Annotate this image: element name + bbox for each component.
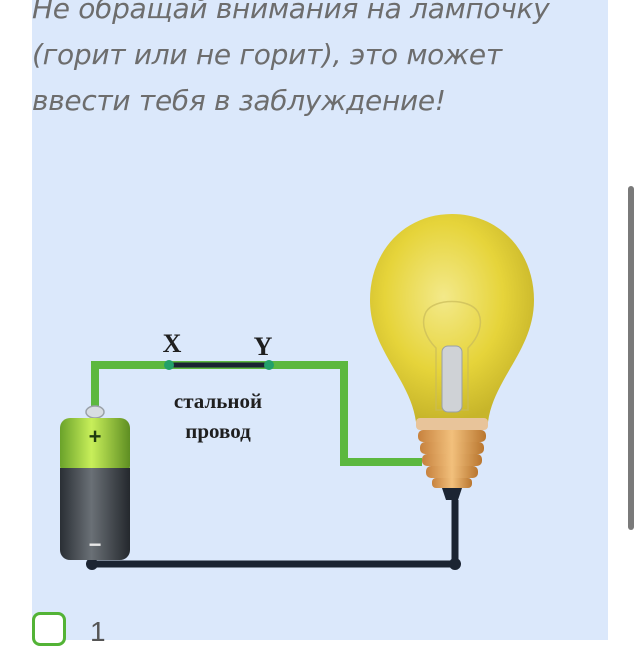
circuit-diagram: X Y стальной провод + − [60, 214, 534, 570]
point-y-label: Y [254, 332, 273, 361]
battery-minus-sign: − [89, 532, 102, 557]
wire-junction-dot [86, 558, 98, 570]
wire-label-line1: стальной [174, 389, 262, 413]
point-y-dot [264, 360, 274, 370]
battery: + − [60, 405, 130, 560]
wire-junction-dot [449, 558, 461, 570]
point-x-label: X [163, 329, 182, 358]
answer-checkbox[interactable] [32, 612, 66, 646]
answer-label: 1 [90, 616, 106, 647]
battery-plus-sign: + [89, 424, 102, 449]
question-instruction: Не обращай внимания на лампочку (горит и… [32, 0, 550, 117]
green-wire [91, 361, 422, 466]
wire-label-line2: провод [185, 419, 251, 443]
black-wire [88, 500, 459, 568]
point-x-dot [164, 360, 174, 370]
scrollbar[interactable] [628, 186, 634, 530]
light-bulb [370, 214, 534, 500]
